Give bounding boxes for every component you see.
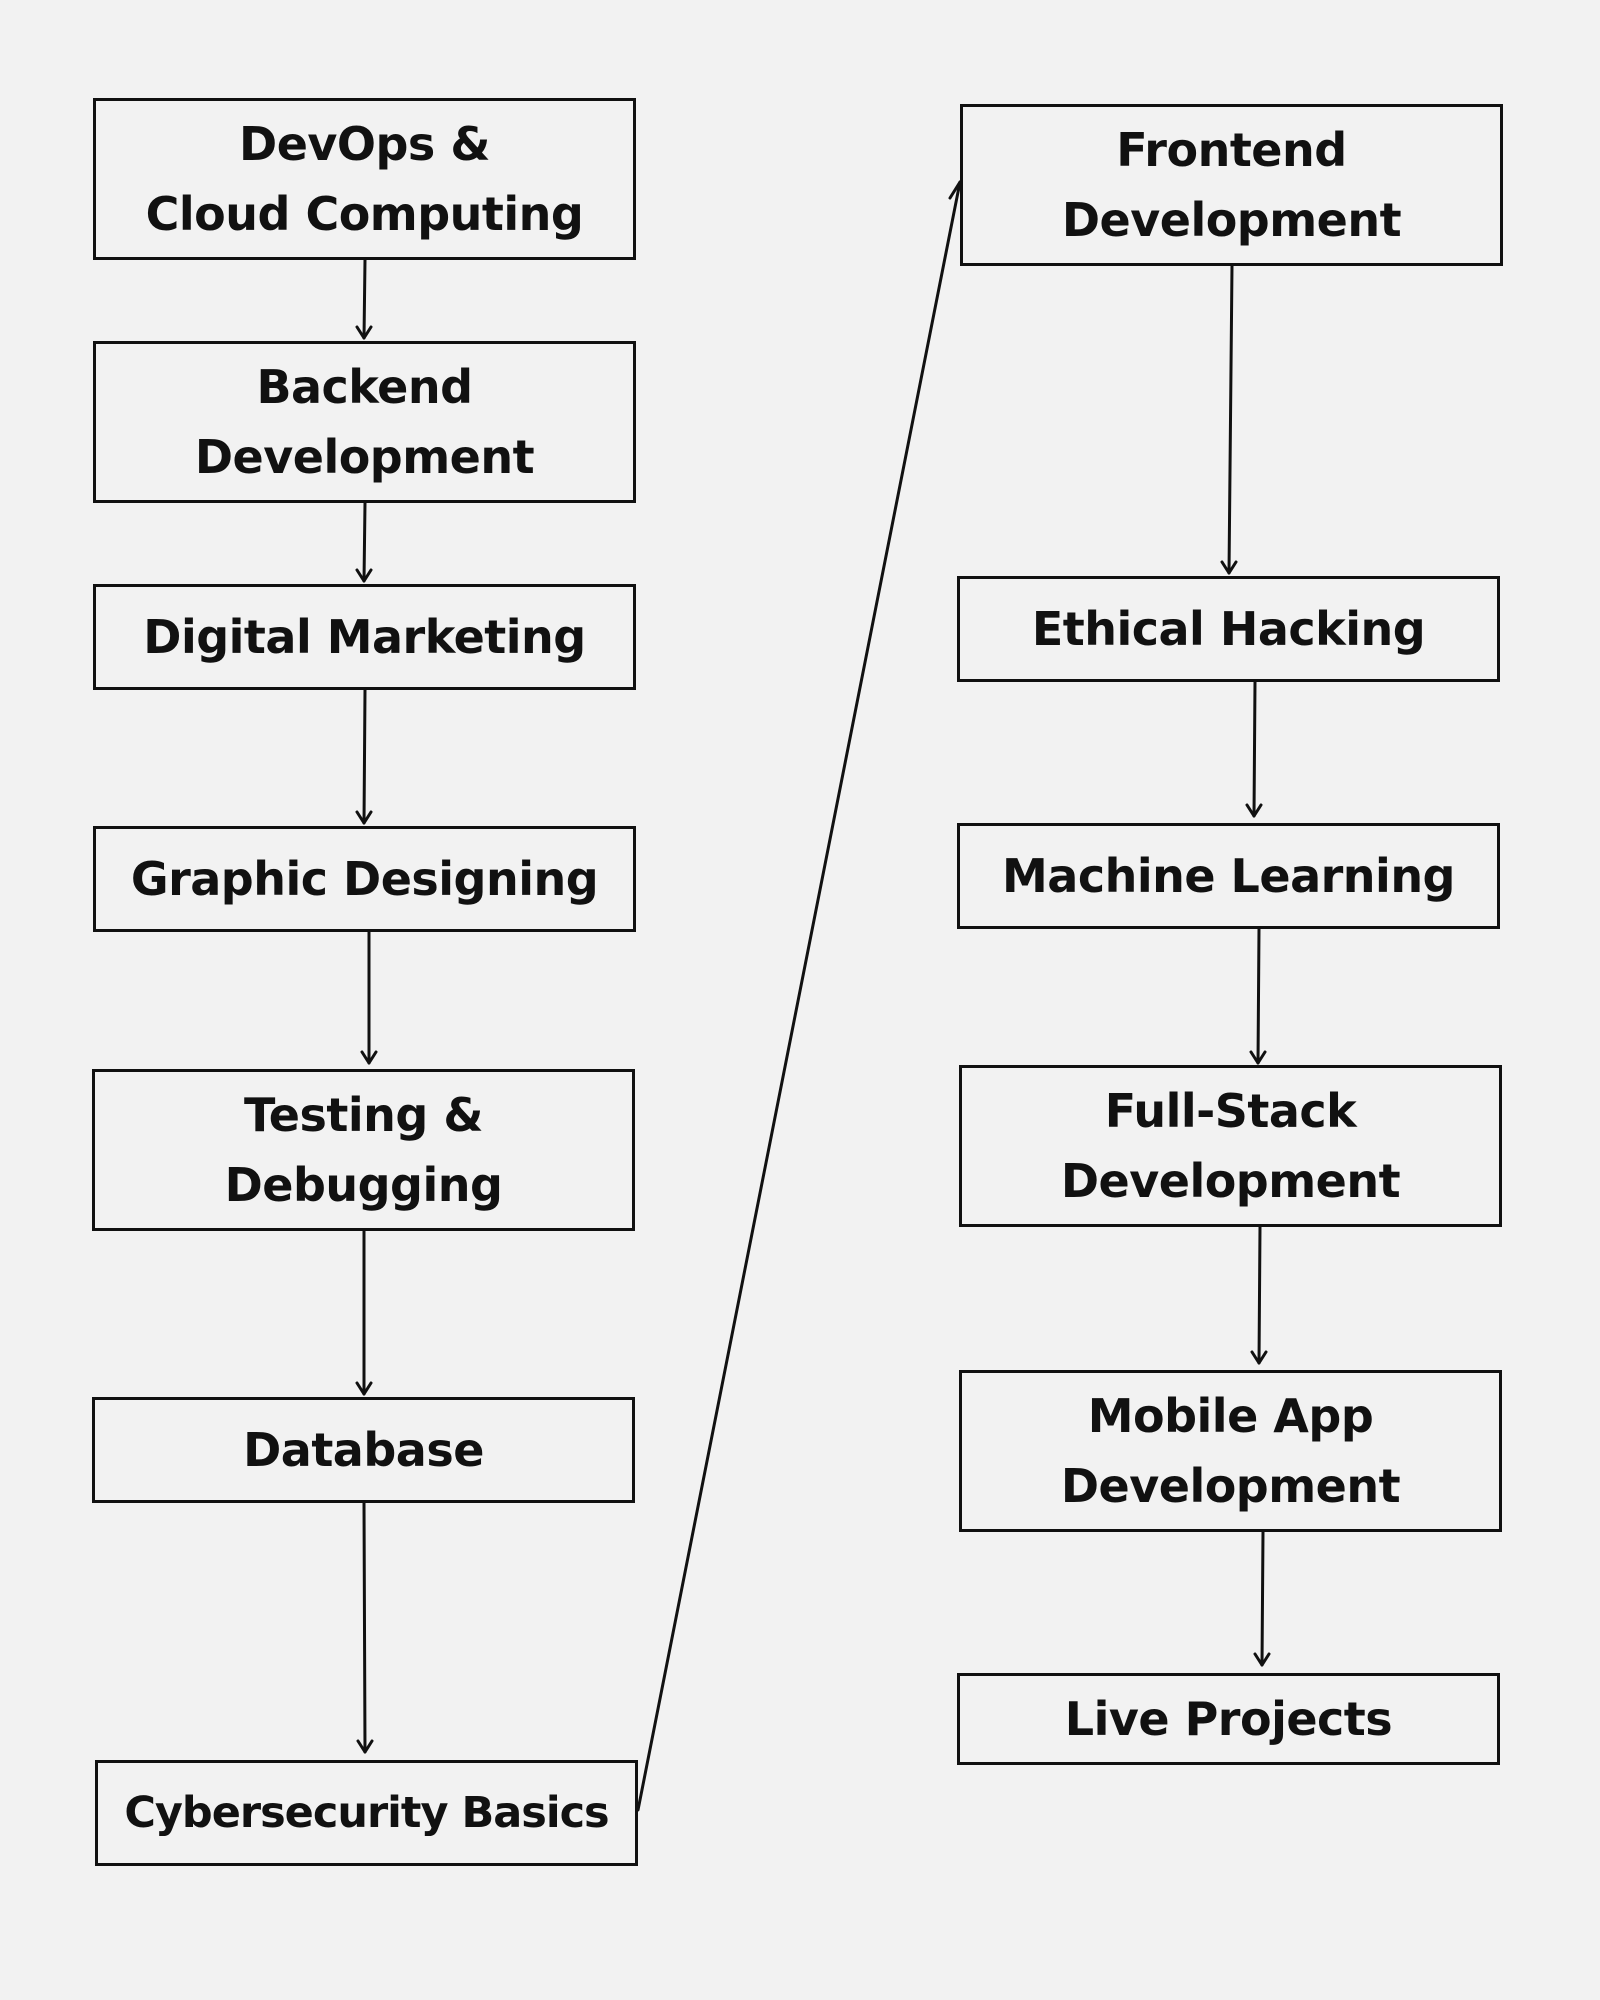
arrow-mobile-to-live (1253, 1530, 1271, 1667)
arrow-backend-to-digital (355, 501, 373, 583)
node-frontend-development: Frontend Development (960, 104, 1503, 266)
node-label: Full-Stack Development (1060, 1084, 1401, 1208)
node-full-stack-development: Full-Stack Development (959, 1065, 1502, 1227)
node-machine-learning: Machine Learning (957, 823, 1500, 929)
arrow-cyber-to-frontend (636, 180, 965, 1812)
node-devops-cloud-computing: DevOps & Cloud Computing (93, 98, 636, 260)
arrow-ethical-to-ml (1245, 680, 1263, 818)
node-label: Digital Marketing (143, 610, 586, 664)
arrow-graphic-to-testing (360, 930, 378, 1065)
node-label: Backend Development (194, 360, 535, 484)
node-label: DevOps & Cloud Computing (145, 117, 584, 241)
arrow-database-to-cyber (356, 1501, 374, 1754)
node-label: Database (243, 1423, 484, 1477)
node-backend-development: Backend Development (93, 341, 636, 503)
arrow-testing-to-database (355, 1229, 373, 1396)
node-mobile-app-development: Mobile App Development (959, 1370, 1502, 1532)
arrow-digital-to-graphic (355, 688, 373, 825)
node-label: Machine Learning (1002, 849, 1456, 903)
node-label: Testing & Debugging (224, 1088, 503, 1212)
arrow-ml-to-fullstack (1249, 927, 1267, 1065)
arrow-frontend-to-ethical (1220, 264, 1238, 575)
node-label: Ethical Hacking (1031, 602, 1426, 656)
node-label: Frontend Development (1061, 123, 1402, 247)
node-label: Mobile App Development (1060, 1389, 1401, 1513)
arrow-fullstack-to-mobile (1250, 1225, 1268, 1365)
node-graphic-designing: Graphic Designing (93, 826, 636, 932)
node-label: Cybersecurity Basics (124, 1788, 609, 1838)
node-label: Graphic Designing (130, 852, 599, 906)
node-database: Database (92, 1397, 635, 1503)
node-digital-marketing: Digital Marketing (93, 584, 636, 690)
arrow-devops-to-backend (355, 258, 373, 340)
node-live-projects: Live Projects (957, 1673, 1500, 1765)
node-label: Live Projects (1064, 1692, 1393, 1746)
node-cybersecurity-basics: Cybersecurity Basics (95, 1760, 638, 1866)
node-testing-debugging: Testing & Debugging (92, 1069, 635, 1231)
node-ethical-hacking: Ethical Hacking (957, 576, 1500, 682)
